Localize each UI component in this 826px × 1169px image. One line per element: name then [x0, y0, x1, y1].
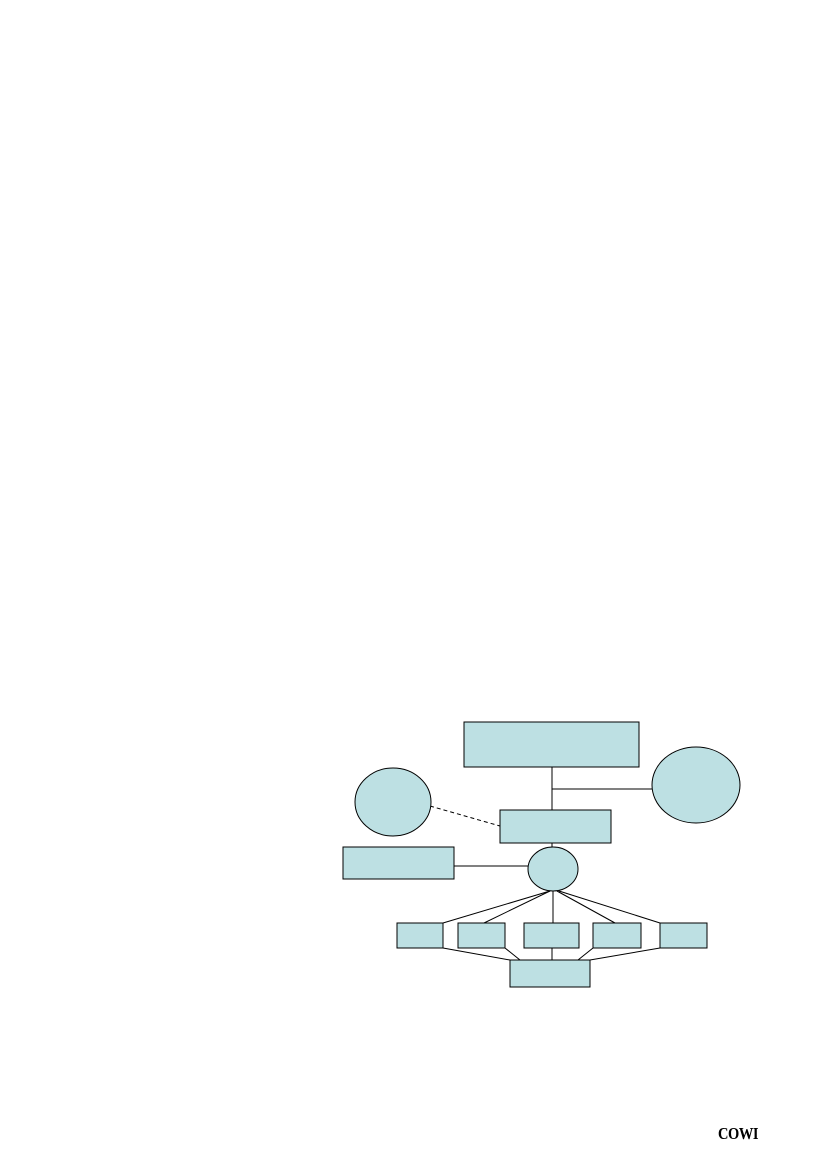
branch-box-1 [396, 922, 444, 949]
bottom-box [509, 959, 591, 988]
connector-branch-2-to-bottom [504, 947, 521, 961]
connector-hub-to-branch-4 [556, 890, 616, 924]
branch-box-3 [523, 922, 580, 949]
branch-box-2 [457, 922, 506, 949]
diagram-connectors [429, 767, 661, 961]
cowi-logo: COWI [718, 1124, 759, 1143]
left-circle [354, 767, 432, 837]
connector-branch-4-to-bottom [577, 947, 594, 961]
connector-hub-to-branch-2 [483, 890, 551, 924]
connector-branch-5-to-bottom [589, 947, 661, 961]
connector-left-circle-dashed [429, 805, 501, 827]
top-box [463, 721, 640, 768]
diagram-nodes [342, 721, 741, 988]
connector-hub-to-branch-5 [558, 890, 661, 924]
hub-circle [527, 846, 579, 892]
branch-box-4 [592, 922, 642, 949]
connector-hub-to-branch-1 [442, 890, 551, 924]
connector-branch-1-to-bottom [442, 947, 511, 961]
left-box [342, 846, 455, 880]
branch-box-5 [659, 922, 708, 949]
right-circle [651, 746, 741, 824]
middle-box [499, 809, 612, 844]
